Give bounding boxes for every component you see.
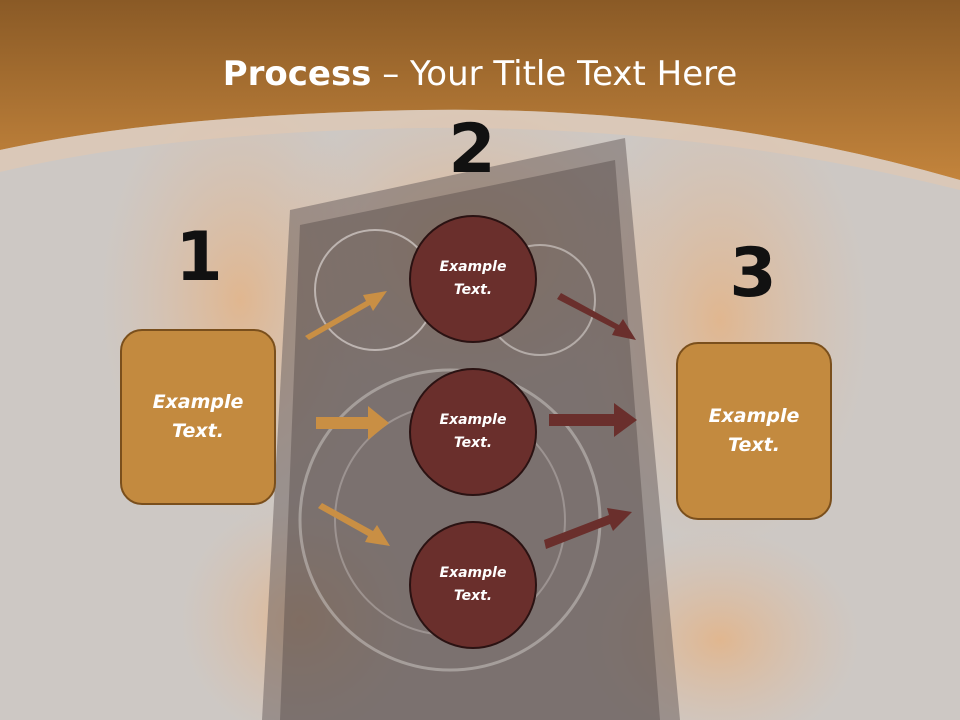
step-number-1: 1 <box>175 218 223 297</box>
arrow-box-to-bottom <box>318 503 390 546</box>
step-3-box: Example Text. <box>676 342 832 520</box>
arrow-box-to-center <box>316 406 389 440</box>
title-rest-part: – Your Title Text Here <box>371 54 738 94</box>
middle-node-center: Example Text. <box>409 368 537 496</box>
left-arrows <box>305 291 390 546</box>
right-arrows <box>544 293 637 549</box>
arrow-top-to-box <box>557 293 636 340</box>
title-bold-part: Process <box>222 54 372 94</box>
middle-node-center-text: Example Text. <box>439 412 507 451</box>
arrow-box-to-top <box>305 291 387 340</box>
arrow-bottom-to-box <box>544 508 632 549</box>
step-number-2: 2 <box>448 110 496 189</box>
middle-node-bottom-text: Example Text. <box>439 565 507 604</box>
step-1-box: Example Text. <box>120 329 276 505</box>
slide-title: Process – Your Title Text Here <box>0 54 960 94</box>
middle-node-bottom: Example Text. <box>409 521 537 649</box>
arrow-center-to-box <box>549 403 637 437</box>
step-number-3: 3 <box>729 234 777 313</box>
middle-node-top: Example Text. <box>409 215 537 343</box>
step-3-text: Example Text. <box>708 405 800 456</box>
step-1-text: Example Text. <box>152 391 244 442</box>
middle-node-top-text: Example Text. <box>439 259 507 298</box>
